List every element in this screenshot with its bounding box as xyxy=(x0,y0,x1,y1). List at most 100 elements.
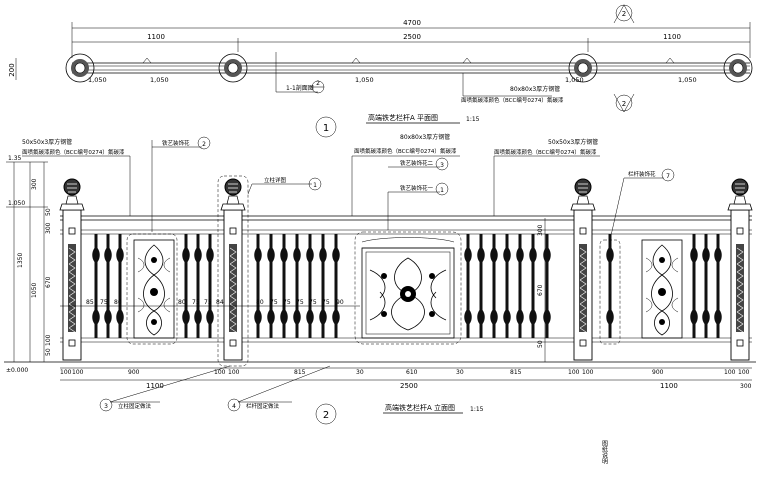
svg-text:1: 1 xyxy=(313,182,317,189)
svg-text:85: 85 xyxy=(86,299,94,306)
svg-text:7: 7 xyxy=(666,173,670,180)
baluster xyxy=(267,234,275,338)
vdim: 300 xyxy=(45,222,52,234)
plan-post-dim: 1,050 xyxy=(88,76,107,84)
elev-title-num: 2 xyxy=(323,410,329,421)
decor-outline xyxy=(354,231,462,345)
plan-post xyxy=(568,53,598,83)
vdim: 100 xyxy=(45,334,52,346)
svg-text:815: 815 xyxy=(294,369,306,376)
plan-title: 高端铁艺栏杆A 平面图 xyxy=(368,113,438,122)
svg-text:2: 2 xyxy=(202,141,206,148)
baluster xyxy=(182,234,190,338)
svg-text:栏杆装饰花: 栏杆装饰花 xyxy=(628,170,656,178)
svg-text:1100: 1100 xyxy=(660,382,678,390)
callout-rail-fix: 4 栏杆固定做法 xyxy=(227,365,331,412)
callout-post-detail: 1 立柱详图 xyxy=(247,176,322,195)
svg-text:1: 1 xyxy=(440,187,444,194)
svg-text:300: 300 xyxy=(740,383,752,390)
plan-post-dim: 1,050 xyxy=(565,76,584,84)
vdim: 1350 xyxy=(17,253,24,268)
plan-dim-right: 1100 xyxy=(663,33,681,41)
vdim: 50 xyxy=(45,208,52,216)
svg-text:75: 75 xyxy=(283,299,291,306)
baluster xyxy=(543,234,551,338)
svg-text:铁艺装饰花一: 铁艺装饰花一 xyxy=(400,184,434,192)
plan-post-dim: 1,050 xyxy=(678,76,697,84)
svg-text:75: 75 xyxy=(309,299,317,306)
bottom-dims-2: 1100 2500 1100 300 xyxy=(146,382,752,390)
callout-rail-decor: 7 栏杆装饰花 xyxy=(609,168,675,241)
svg-text:2: 2 xyxy=(622,10,626,18)
baluster xyxy=(606,234,614,338)
baluster xyxy=(293,234,301,338)
svg-text:3: 3 xyxy=(440,162,444,169)
baluster xyxy=(332,234,340,338)
inner-dims-a: 85 75 80 xyxy=(86,299,122,306)
svg-text:栏杆固定做法: 栏杆固定做法 xyxy=(246,402,280,410)
baluster xyxy=(714,234,722,338)
baluster xyxy=(194,234,202,338)
svg-text:80: 80 xyxy=(178,299,186,306)
plan-callout-label: 1-1剖面图 xyxy=(286,84,314,92)
decor-panel-center xyxy=(361,237,455,339)
svg-text:610: 610 xyxy=(406,369,418,376)
baluster xyxy=(92,234,100,338)
post-group xyxy=(59,178,753,361)
post xyxy=(220,178,246,361)
baluster xyxy=(503,234,511,338)
plan-note-1: 80x80x3厚方钢管 xyxy=(510,85,560,93)
svg-text:铁艺装饰花二: 铁艺装饰花二 xyxy=(400,159,434,167)
svg-text:75: 75 xyxy=(322,299,330,306)
elev-note: 面喷氟碳漆颜色（BCC编号0274）氟碳漆 xyxy=(354,147,457,155)
vdim: 300 xyxy=(31,178,38,190)
svg-text:75: 75 xyxy=(192,299,200,306)
plan-title-circle xyxy=(315,116,337,138)
baluster xyxy=(280,234,288,338)
svg-text:1100: 1100 xyxy=(146,382,164,390)
svg-text:100: 100 xyxy=(738,369,750,376)
baluster xyxy=(104,234,112,338)
baluster xyxy=(116,234,124,338)
plan-scale: 1:15 xyxy=(466,116,480,123)
plan-post xyxy=(723,53,753,83)
post xyxy=(570,178,596,361)
plan-view: 4700 1100 2500 1100 200 xyxy=(8,4,753,138)
vdim: 50 xyxy=(45,348,52,356)
svg-text:100: 100 xyxy=(60,369,72,376)
svg-text:立柱详图: 立柱详图 xyxy=(264,176,287,184)
svg-text:立柱固定做法: 立柱固定做法 xyxy=(118,402,152,410)
plan-callout-num: 2 xyxy=(316,80,320,87)
plan-post-dim: 1,050 xyxy=(355,76,374,84)
svg-text:75: 75 xyxy=(204,299,212,306)
svg-text:30: 30 xyxy=(456,369,464,376)
plan-dim-mid: 2500 xyxy=(403,33,421,41)
elev-note: 面喷氟碳漆颜色（BCC编号0274）氟碳漆 xyxy=(22,148,125,156)
svg-text:3: 3 xyxy=(104,403,108,410)
baluster xyxy=(516,234,524,338)
elev-note: 面喷氟碳漆颜色（BCC编号0274）氟碳漆 xyxy=(494,148,597,156)
svg-text:815: 815 xyxy=(510,369,522,376)
svg-text:2500: 2500 xyxy=(400,382,418,390)
callout-decor-3: 1 铁艺装饰花一 xyxy=(387,182,449,230)
decor-panel-right xyxy=(641,239,683,339)
decor-outline xyxy=(599,239,621,345)
inner-dims-c: 80 75 75 75 75 75 90 xyxy=(256,299,344,306)
svg-text:100: 100 xyxy=(582,369,594,376)
plan-dim-total: 4700 xyxy=(403,19,421,27)
vdim: 670 xyxy=(45,276,52,288)
post xyxy=(59,178,85,361)
plan-post-dim: 1,050 xyxy=(150,76,169,84)
callout-post-fix: 3 立柱固定做法 xyxy=(99,365,231,412)
baluster xyxy=(464,234,472,338)
svg-text:30: 30 xyxy=(356,369,364,376)
vdim: 1050 xyxy=(31,283,38,298)
plan-dim-left: 1100 xyxy=(147,33,165,41)
svg-text:4: 4 xyxy=(232,403,236,410)
section-marker: 2 xyxy=(613,93,635,113)
svg-text:90: 90 xyxy=(336,299,344,306)
svg-text:75: 75 xyxy=(270,299,278,306)
elevation-view: 50x50x3厚方钢管 面喷氟碳漆颜色（BCC编号0274）氟碳漆 80x80x… xyxy=(4,133,756,465)
svg-text:100: 100 xyxy=(72,369,84,376)
svg-text:80: 80 xyxy=(256,299,264,306)
